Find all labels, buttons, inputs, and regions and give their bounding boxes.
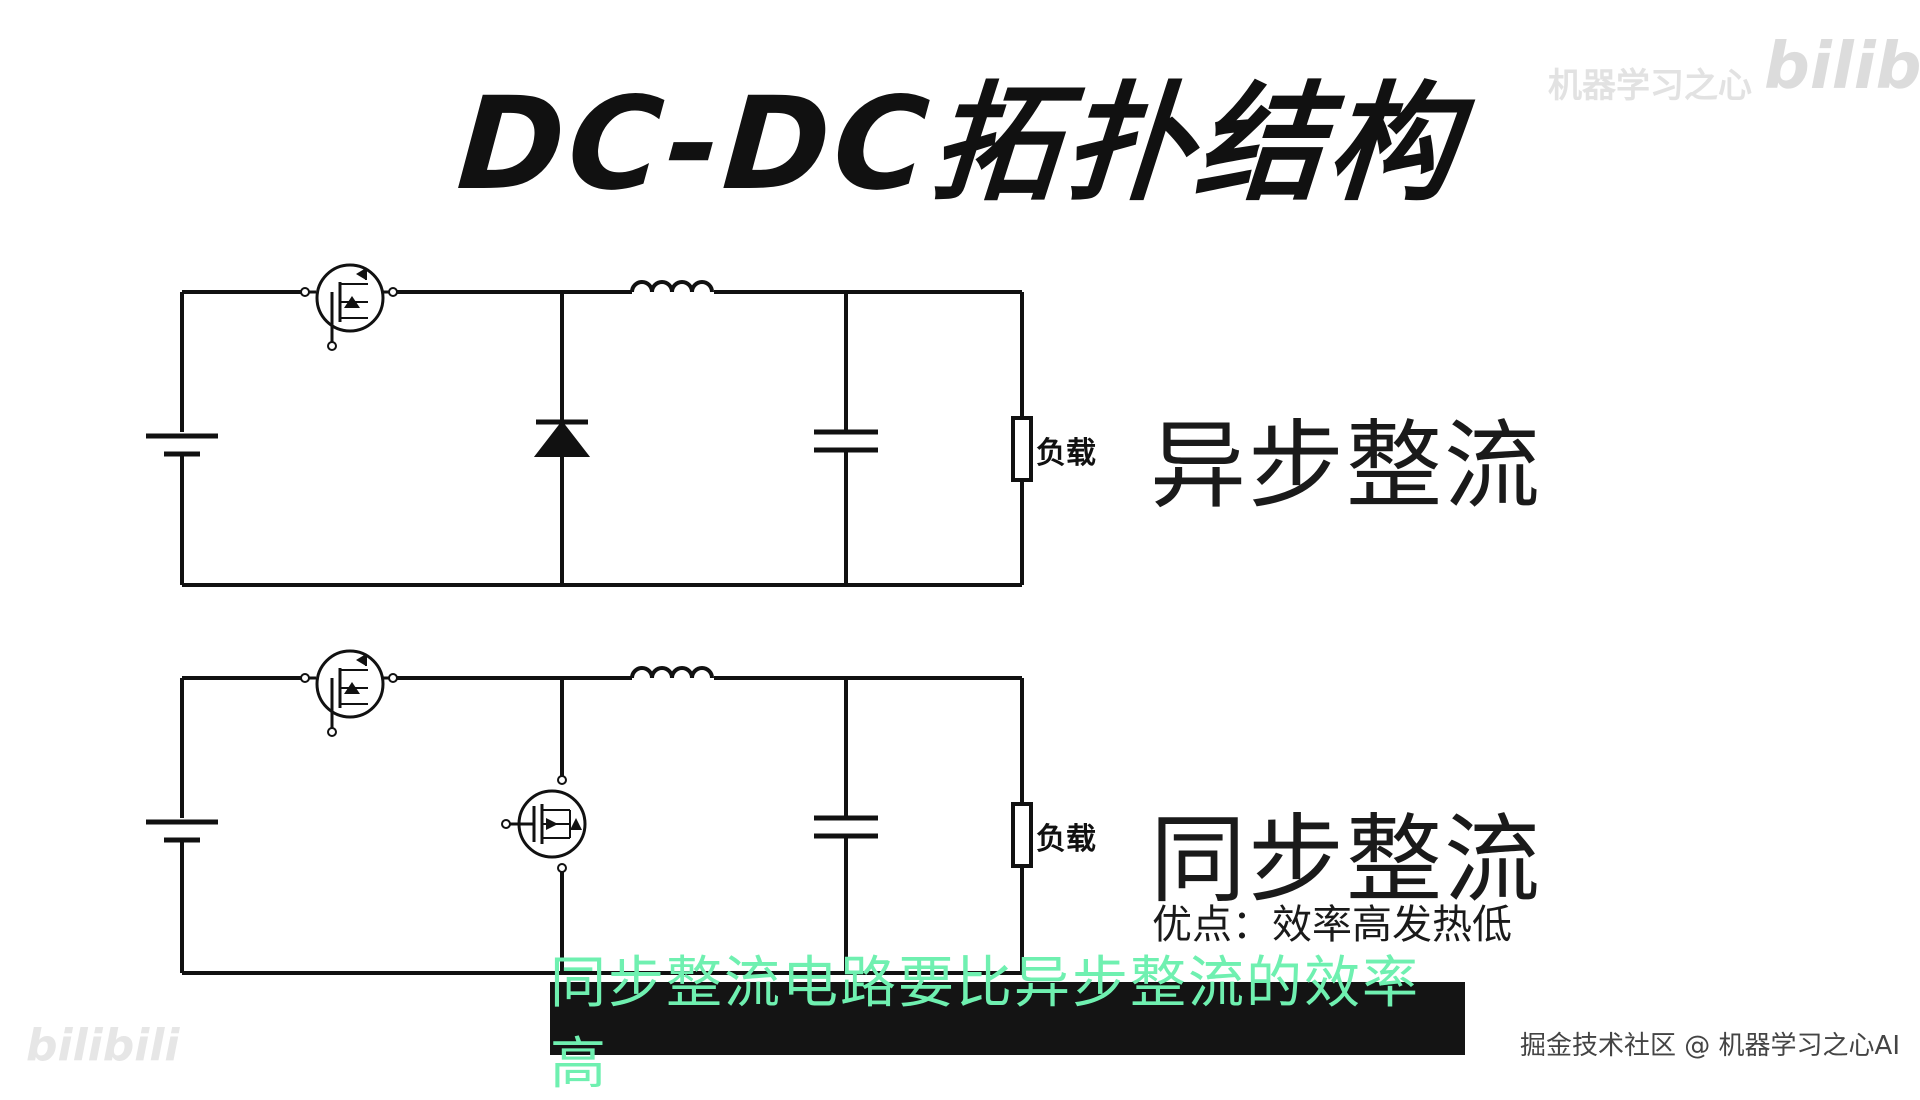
sync-advantage-note: 优点：效率高发热低 bbox=[1152, 902, 1512, 948]
watermark-text: 掘金技术社区 @ 机器学习之心AI bbox=[1520, 1031, 1900, 1061]
bilibili-logo-bottom: bilibili bbox=[26, 1020, 180, 1071]
sync-rectifier-label: 同步整流 bbox=[1150, 804, 1542, 916]
async-rectifier-label: 异步整流 bbox=[1150, 410, 1542, 522]
sync-rectifier-circuit bbox=[146, 666, 1033, 975]
bottom-high-side-mosfet bbox=[300, 649, 398, 737]
top-load-label: 负载 bbox=[1036, 436, 1096, 471]
video-subtitle: 同步整流电路要比异步整流的效率高 bbox=[550, 951, 1465, 1097]
top-switch-mosfet bbox=[300, 263, 398, 351]
async-rectifier-circuit bbox=[146, 280, 1033, 587]
top-watermark-text: 机器学习之心 bbox=[1548, 66, 1752, 106]
bilibili-logo-top: bilibili bbox=[1764, 30, 1920, 104]
bottom-low-side-mosfet bbox=[500, 775, 587, 873]
bottom-load-label: 负载 bbox=[1036, 822, 1096, 857]
